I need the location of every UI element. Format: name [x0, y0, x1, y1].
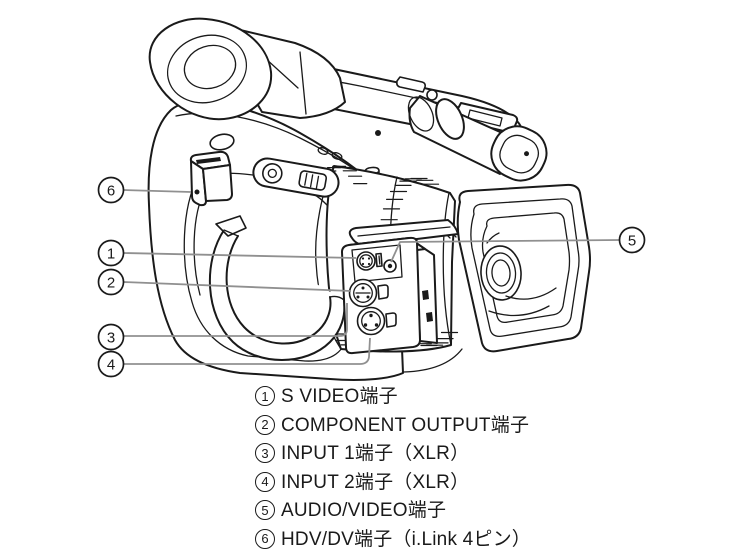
zoom-lever	[252, 157, 340, 198]
callout-line-3	[123, 303, 348, 337]
callout-3: 3	[97, 323, 125, 351]
strap-lug-hole	[209, 133, 235, 151]
component-output-jack	[348, 278, 389, 308]
callout-4: 4	[97, 350, 125, 378]
callout-5-number: 5	[628, 233, 636, 250]
callout-line-1	[123, 252, 357, 259]
legend-item-2: 2 COMPONENT OUTPUT端子	[255, 412, 531, 441]
callout-line-5	[390, 239, 620, 263]
strap-anchor	[215, 215, 247, 237]
callout-6-number: 6	[107, 183, 115, 200]
legend-item-6: 6 HDV/DV端子（i.Link 4ピン）	[255, 526, 531, 555]
legend: 1 S VIDEO端子 2 COMPONENT OUTPUT端子 3 INPUT…	[255, 383, 531, 554]
lens-glass	[480, 245, 522, 301]
hdv-dv-jack-cover	[189, 150, 233, 207]
s-video-jack	[356, 251, 376, 271]
callout-line-6	[123, 189, 192, 193]
lens-hood	[456, 183, 591, 353]
component-output-slot	[375, 252, 383, 268]
callout-6: 6	[97, 176, 125, 204]
callout-2: 2	[97, 268, 125, 296]
legend-item-1-label: S VIDEO端子	[281, 386, 398, 407]
microphone	[364, 95, 548, 194]
handle-rec-button	[396, 76, 426, 93]
handle-zoom-button	[426, 89, 438, 101]
screw-dot	[375, 130, 381, 136]
connector-block	[341, 236, 438, 355]
callout-3-number: 3	[107, 330, 115, 347]
viewfinder-eyecup	[148, 17, 273, 121]
legend-item-5-number: 5	[255, 500, 275, 520]
legend-item-2-number: 2	[255, 414, 275, 435]
audio-video-jack	[383, 259, 397, 273]
legend-item-3-number: 3	[255, 443, 275, 463]
callout-1-number: 1	[107, 246, 115, 263]
legend-item-1-number: 1	[255, 386, 275, 406]
callout-line-2	[123, 281, 352, 292]
legend-item-1: 1 S VIDEO端子	[255, 383, 531, 412]
legend-item-3: 3 INPUT 1端子（XLR）	[255, 440, 531, 469]
legend-item-3-label: INPUT 1端子（XLR）	[281, 443, 470, 464]
legend-item-4-number: 4	[255, 471, 275, 492]
legend-item-6-number: 6	[255, 528, 275, 549]
callout-line-4	[123, 337, 371, 365]
callout-4-number: 4	[107, 357, 115, 374]
input-xlr-jack	[356, 306, 397, 336]
legend-item-5: 5 AUDIO/VIDEO端子	[255, 497, 531, 526]
callout-2-number: 2	[107, 275, 115, 292]
legend-item-5-label: AUDIO/VIDEO端子	[281, 500, 447, 521]
legend-item-2-label: COMPONENT OUTPUT端子	[281, 414, 530, 436]
callout-1: 1	[97, 239, 125, 267]
legend-item-4-label: INPUT 2端子（XLR）	[281, 471, 470, 493]
callout-5: 5	[618, 226, 646, 254]
hand-strap	[208, 215, 346, 361]
mic-holder-ring	[435, 98, 465, 140]
callout-lines	[123, 189, 620, 365]
legend-item-6-label: HDV/DV端子（i.Link 4ピン）	[281, 528, 531, 550]
legend-item-4: 4 INPUT 2端子（XLR）	[255, 469, 531, 498]
